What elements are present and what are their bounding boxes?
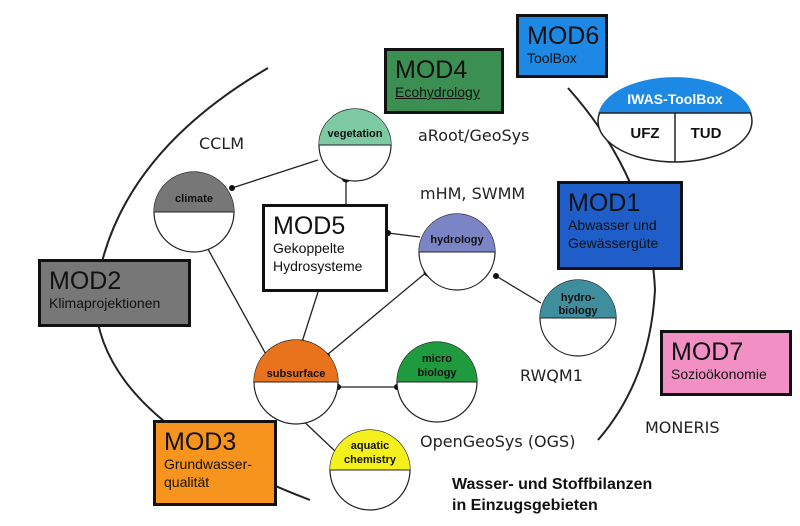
node-subsurface[interactable]: subsurface xyxy=(253,339,339,425)
subsurface-label: subsurface xyxy=(267,368,326,380)
module-mod4-title: MOD4 xyxy=(395,56,468,84)
node-climate[interactable]: climate xyxy=(153,171,235,253)
module-mod2-subtitle: Klimaprojektionen xyxy=(49,295,161,311)
module-mod1[interactable]: MOD1 Abwasser und Gewässergüte xyxy=(557,181,683,270)
module-mod4[interactable]: MOD4 Ecohydrology xyxy=(384,48,504,114)
module-mod1-subtitle-line2: Gewässergüte xyxy=(568,235,659,251)
aquatic-fill xyxy=(330,430,410,470)
module-mod6[interactable]: MOD6 ToolBox xyxy=(516,14,608,78)
caption-line1: Wasser- und Stoffbilanzen xyxy=(452,476,653,493)
module-mod6-title: MOD6 xyxy=(527,22,600,50)
module-mod2-title: MOD2 xyxy=(49,267,122,295)
toolbox-fill xyxy=(598,77,752,113)
microbiology-fill xyxy=(397,342,477,382)
module-mod4-subtitle: Ecohydrology xyxy=(395,84,480,100)
node-hydrology[interactable]: hydrology xyxy=(418,213,496,291)
hydrobiology-fill xyxy=(540,280,616,318)
climate-label: climate xyxy=(175,193,213,205)
node-aquatic-chemistry[interactable]: aquatic chemistry xyxy=(329,429,411,511)
hydrobiology-label-line2: biology xyxy=(558,305,598,317)
module-mod7[interactable]: MOD7 Sozioökonomie xyxy=(660,330,792,396)
module-mod1-subtitle-line1: Abwasser und xyxy=(568,217,657,233)
model-rwqm: RWQM1 xyxy=(520,366,583,385)
aquatic-label-line1: aquatic xyxy=(351,440,390,452)
module-mod1-title: MOD1 xyxy=(568,189,641,217)
hydrology-label: hydrology xyxy=(430,234,484,246)
hydrology-fill xyxy=(419,214,495,252)
toolbox-ufz: UFZ xyxy=(630,125,659,142)
microbiology-label-line1: micro xyxy=(422,353,452,365)
module-mod3-subtitle-line1: Grundwasser- xyxy=(164,456,252,472)
module-mod5-title: MOD5 xyxy=(273,212,346,240)
module-mod5[interactable]: MOD5 Gekoppelte Hydrosysteme xyxy=(262,204,388,292)
model-aroot: aRoot/GeoSys xyxy=(418,126,530,145)
hydrobiology-label-line1: hydro- xyxy=(561,292,596,304)
model-moneris: MONERIS xyxy=(645,418,720,437)
model-mhm: mHM, SWMM xyxy=(420,184,526,203)
model-ogs: OpenGeoSys (OGS) xyxy=(420,432,576,451)
subsurface-fill xyxy=(254,340,338,382)
vegetation-label: vegetation xyxy=(327,128,382,140)
node-microbiology[interactable]: micro biology xyxy=(396,341,478,423)
model-cclm: CCLM xyxy=(199,134,245,153)
module-mod7-subtitle: Sozioökonomie xyxy=(671,366,767,382)
climate-fill xyxy=(154,172,234,212)
aquatic-label-line2: chemistry xyxy=(344,454,397,466)
microbiology-label-line2: biology xyxy=(417,367,457,379)
node-hydrobiology[interactable]: hydro- biology xyxy=(539,279,617,357)
caption-line2: in Einzugsgebieten xyxy=(452,497,598,514)
toolbox-tud: TUD xyxy=(691,125,722,142)
diagram-caption: Wasser- und Stoffbilanzen in Einzugsgebi… xyxy=(452,474,652,516)
toolbox-title: IWAS-ToolBox xyxy=(627,91,723,107)
iwas-toolbox[interactable]: IWAS-ToolBox UFZ TUD xyxy=(597,77,753,163)
module-mod3[interactable]: MOD3 Grundwasser- qualität xyxy=(153,420,277,506)
module-mod3-title: MOD3 xyxy=(164,428,237,456)
module-mod6-subtitle: ToolBox xyxy=(527,50,577,66)
node-vegetation[interactable]: vegetation xyxy=(318,108,392,182)
module-mod5-subtitle-line2: Hydrosysteme xyxy=(273,258,363,274)
module-mod7-title: MOD7 xyxy=(671,338,744,366)
module-mod2[interactable]: MOD2 Klimaprojektionen xyxy=(38,259,191,327)
module-mod3-subtitle-line2: qualität xyxy=(164,474,210,490)
vegetation-fill xyxy=(319,109,391,145)
module-mod5-subtitle-line1: Gekoppelte xyxy=(273,240,345,256)
